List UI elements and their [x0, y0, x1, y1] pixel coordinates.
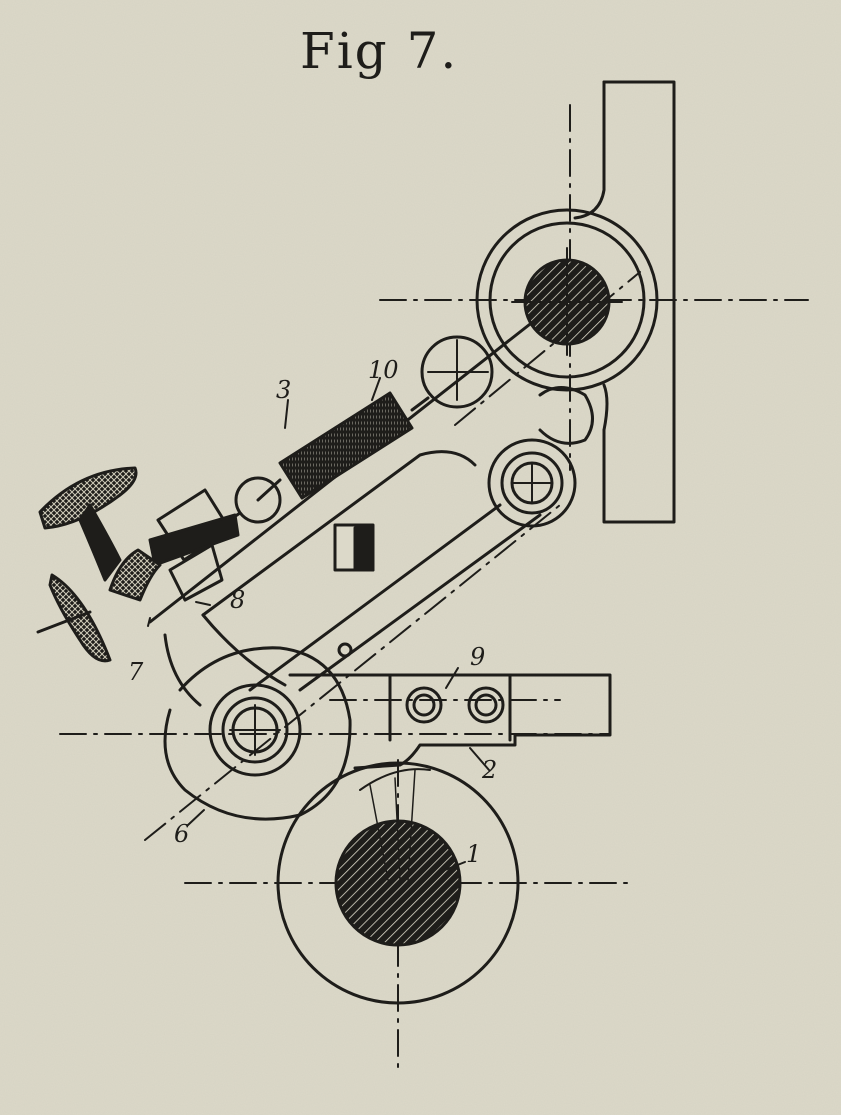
leaders: [147, 377, 490, 871]
lower-plate: [288, 673, 612, 770]
label-8: 8: [230, 586, 245, 614]
upper-shaft: [475, 208, 659, 392]
label-10: 10: [368, 356, 399, 384]
knurled-handwheel-icon: [36, 466, 138, 663]
upper-bracket: [573, 80, 676, 524]
label-6: 6: [174, 820, 189, 848]
label-1: 1: [466, 840, 481, 868]
adjustment-screw: [108, 488, 240, 602]
label-9: 9: [470, 643, 485, 671]
figure-title: Fig 7.: [300, 22, 459, 80]
main-shaft-section-icon: [334, 819, 462, 947]
stop-arc: [538, 386, 594, 445]
tension-roller: [420, 335, 494, 409]
label-7: 7: [128, 658, 144, 686]
stop-block: [333, 523, 375, 572]
feed-roller: [163, 646, 352, 821]
label-3: 3: [276, 376, 291, 404]
label-2: 2: [481, 756, 497, 784]
spring: [220, 391, 430, 527]
part-labels: 3 10 8 7 9 2 6 1: [128, 356, 497, 868]
pin-hole: [337, 642, 353, 658]
middle-pivot: [487, 438, 577, 528]
main-shaft: [276, 761, 520, 1005]
